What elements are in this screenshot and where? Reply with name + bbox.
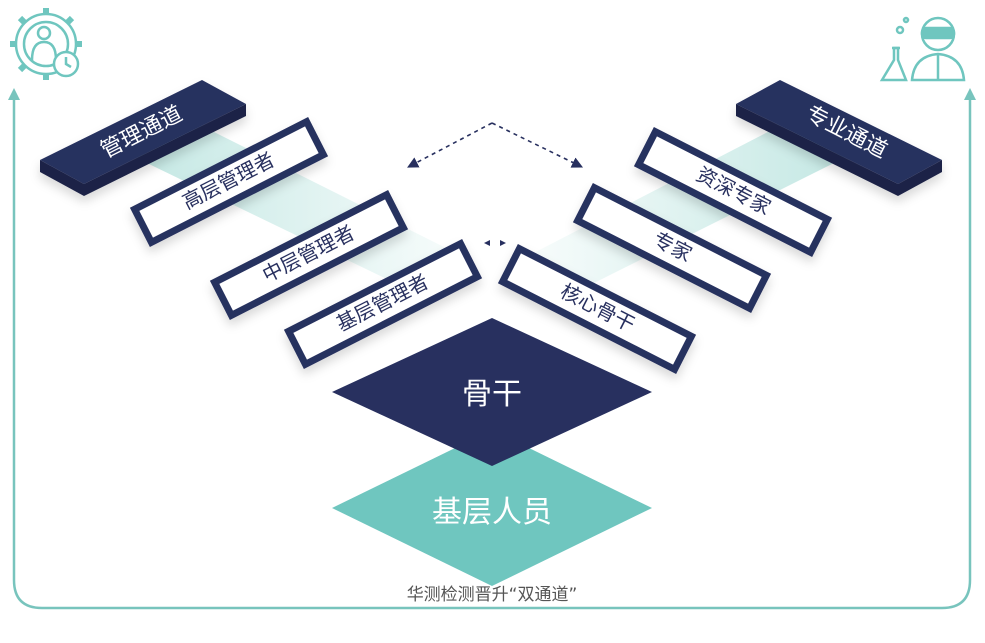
- small-arrow-right: [500, 240, 506, 246]
- core-backbone-tab: [497, 243, 697, 375]
- junior-manager-tab: [283, 238, 483, 370]
- senior-manager-tab: [129, 116, 329, 248]
- senior-expert-tab: [633, 126, 833, 258]
- backbone-diamond: [332, 318, 652, 466]
- outer-bracket-line: [12, 100, 972, 610]
- gear-person-clock-icon: [10, 8, 82, 80]
- backbone-label: 骨干: [462, 377, 522, 412]
- professional-glow: [520, 105, 860, 300]
- professional-channel-tab: [736, 80, 942, 196]
- dashed-arrow-right: [491, 122, 584, 168]
- management-channel-tab: [40, 80, 246, 196]
- base-staff-label: 基层人员: [432, 495, 552, 530]
- left-up-arrow: [8, 88, 20, 100]
- dashed-arrow-left: [407, 122, 493, 168]
- base-staff-diamond: [332, 430, 652, 586]
- scientist-flask-icon: [879, 16, 966, 82]
- small-arrow-left: [484, 240, 490, 246]
- right-up-arrow: [964, 88, 976, 100]
- diagram-caption: 华测检测晋升“双通道”: [407, 585, 578, 605]
- middle-manager-tab: [209, 189, 409, 321]
- expert-tab: [572, 182, 772, 314]
- management-glow: [120, 105, 470, 300]
